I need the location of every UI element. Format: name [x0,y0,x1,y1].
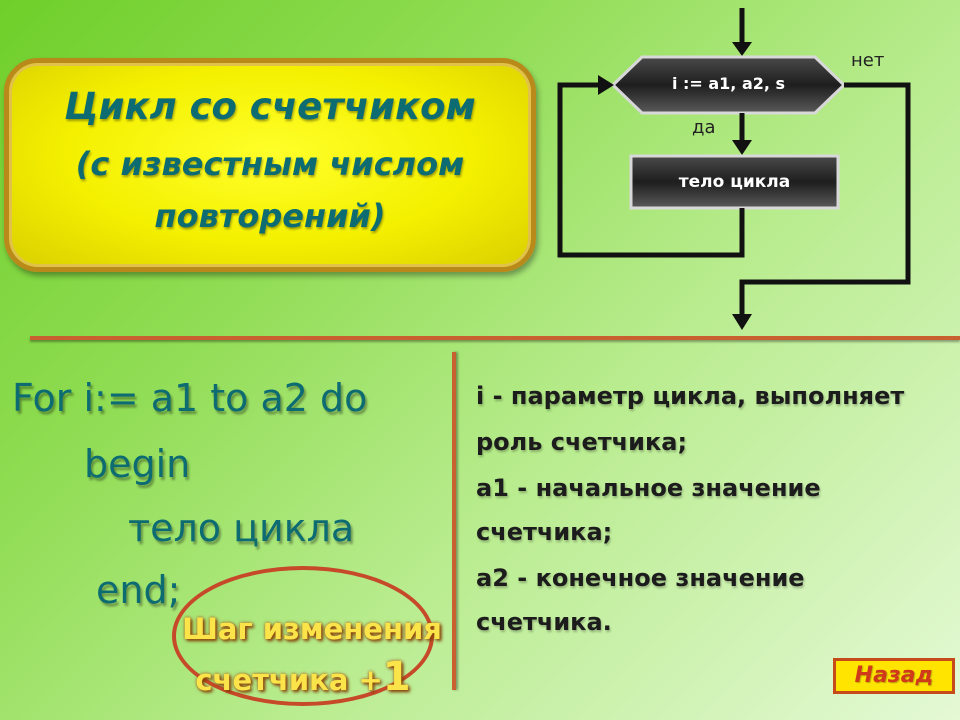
code-line-body: тело цикла [128,506,355,550]
yes-label: да [692,117,716,138]
title-line-1: Цикл со счетчиком [64,85,476,128]
loop-body-label: тело цикла [678,172,791,192]
vertical-divider [452,352,456,690]
title-line-2: (с известным числом [75,145,465,183]
return-path [557,82,745,258]
loop-header-label: i := a1, a2, s [671,74,786,93]
desc-line-6: счетчика. [476,608,612,636]
arrow-in-head [732,42,752,56]
code-line-begin: begin [84,442,191,486]
desc-line-2: роль счетчика; [476,428,688,456]
exit-path [739,82,911,318]
code-line-end: end; [96,568,181,612]
title-line-3: повторений) [154,197,386,235]
title-panel: Цикл со счетчиком (с известным числом по… [4,58,536,272]
loop-body-shape [629,154,840,210]
horizontal-divider [30,336,960,340]
exit-arrow-head [732,314,752,330]
no-label: нет [851,50,885,71]
return-arrow-head [598,75,614,95]
step-note-line-2: счетчика +1 [170,654,436,700]
step-highlight-oval [172,566,434,706]
loop-flowchart [557,8,911,330]
back-button[interactable]: Назад [833,658,955,694]
code-line-for: For i:= a1 to a2 do [12,376,368,420]
desc-line-3: a1 - начальное значение [476,474,821,502]
desc-line-5: a2 - конечное значение [476,564,805,592]
arrow-yes-head [732,140,752,155]
step-note-number: 1 [382,654,411,700]
step-note-line-1: Шаг изменения [182,612,442,646]
desc-line-4: счетчика; [476,518,613,546]
desc-line-1: i - параметр цикла, выполняет [476,382,905,410]
step-note-text: счетчика + [195,663,383,697]
